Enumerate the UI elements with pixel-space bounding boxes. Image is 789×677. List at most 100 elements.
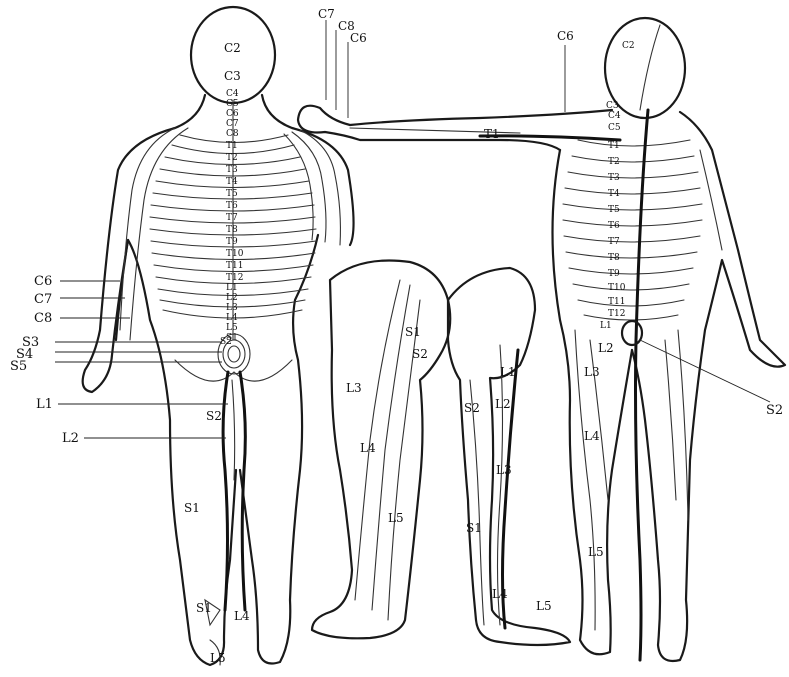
label-back-c6: C6 [34, 274, 52, 289]
dermatome-label-t9: T9 [608, 269, 620, 279]
back-body-left-outline [83, 95, 236, 665]
dermatome-label-l2: L2 [226, 293, 238, 303]
dermatome-label-s1: S1 [405, 325, 421, 339]
dermatome-label-t6: T6 [226, 201, 238, 211]
front-arm-right-band [700, 150, 722, 250]
dermatome-label-t7: T7 [608, 237, 620, 247]
label-front-c6-small: C6 [350, 31, 367, 45]
dermatome-label-l5: L5 [226, 323, 238, 333]
dermatome-label-t7: T7 [226, 213, 238, 223]
dermatome-label-c8: C8 [226, 129, 239, 139]
dermatome-label-t5: T5 [608, 205, 620, 215]
label-front-l3: L3 [584, 365, 600, 379]
dermatome-label-t10: T10 [226, 249, 244, 259]
dermatome-label-s2: S2 [464, 401, 480, 415]
dermatome-label-t4: T4 [608, 189, 620, 199]
front-raised-arm-outline [298, 106, 612, 150]
label-front-l4: L4 [584, 429, 600, 443]
dermatome-label-l5: L5 [536, 599, 552, 613]
label-front-c7: C7 [318, 7, 335, 21]
back-arm-right-band1 [300, 130, 340, 245]
label-back-c3: C3 [224, 69, 241, 83]
back-leg-mid [232, 380, 235, 480]
dermatome-label-t6: T6 [608, 221, 620, 231]
front-dermatome-bands [563, 140, 702, 320]
dermatome-label-l1: L1 [500, 365, 516, 379]
label-back-l2: L2 [62, 431, 79, 446]
dermatome-label-l4: L4 [360, 441, 376, 455]
dermatome-label-t4: T4 [226, 177, 238, 187]
label-back-s1-foot: S1 [196, 601, 212, 615]
side-left-leg-outline [312, 260, 450, 638]
dermatome-label-c7: C7 [226, 119, 239, 129]
dermatome-label-c4: C4 [608, 111, 621, 121]
front-figure [298, 18, 785, 661]
dermatome-label-t12: T12 [608, 309, 625, 319]
dermatome-label-l3: L3 [346, 381, 362, 395]
dermatome-label-t5: T5 [226, 189, 238, 199]
label-back-l4: L4 [234, 609, 250, 623]
dermatome-label-t3: T3 [226, 165, 238, 175]
dermatome-label-s1: S1 [466, 521, 482, 535]
front-labels: C7 C8 C6 C6 T1 C2 C3 C4 C5 T1 T2 T3 T4 T… [318, 7, 783, 559]
back-leg-strip-right [240, 372, 245, 610]
front-leg-band3 [665, 340, 676, 500]
dermatome-label-t3: T3 [608, 173, 620, 183]
dermatome-label-t1: T1 [226, 141, 238, 151]
side-figure [312, 260, 570, 645]
label-back-c2: C2 [224, 41, 241, 55]
label-back-c7: C7 [34, 292, 52, 307]
back-body-right-outline [240, 235, 318, 664]
dermatome-label-l5: L5 [388, 511, 404, 525]
dermatome-label-t2: T2 [608, 157, 620, 167]
dermatome-label-t8: T8 [226, 225, 238, 235]
front-body-right-outline [632, 112, 785, 661]
front-genital-outline [622, 321, 642, 345]
back-leg-strip-left [223, 372, 228, 610]
dermatome-label-s2: S2 [412, 347, 428, 361]
dermatome-label-t8: T8 [608, 253, 620, 263]
label-front-l2: L2 [598, 341, 614, 355]
dermatome-label-t1: T1 [608, 141, 620, 151]
label-front-c6: C6 [557, 29, 574, 43]
dermatome-label-t2: T2 [226, 153, 238, 163]
back-arm-right-band3 [284, 134, 313, 240]
dermatome-label-c5: C5 [608, 123, 621, 133]
label-back-s1-leg: S1 [184, 501, 200, 515]
dermatome-label-l3: L3 [496, 463, 512, 477]
front-head-line [640, 25, 660, 110]
dermatome-label-t11: T11 [226, 261, 243, 271]
label-back-s2-leg: S2 [206, 409, 222, 423]
label-back-l1: L1 [36, 397, 53, 412]
dermatome-label-l4: L4 [226, 313, 238, 323]
label-front-l5: L5 [588, 545, 604, 559]
dermatome-label-t10: T10 [608, 283, 626, 293]
dermatome-label-l1: L1 [600, 321, 612, 331]
back-arm-right-band2 [292, 132, 326, 242]
dermatome-label-s2: S2 [220, 337, 232, 347]
dermatome-label-l2: L2 [495, 397, 511, 411]
dermatome-label-c3: C3 [606, 101, 619, 111]
front-leg-band2 [590, 340, 608, 500]
leader-lines [55, 20, 770, 438]
label-front-s2: S2 [766, 403, 783, 418]
dermatome-label-t12: T12 [226, 273, 243, 283]
dermatome-label-t11: T11 [608, 297, 625, 307]
label-back-c8: C8 [34, 311, 52, 326]
label-back-s5: S5 [10, 359, 27, 374]
dermatome-label-l3: L3 [226, 303, 238, 313]
dermatome-label-c6: C6 [226, 109, 239, 119]
side-labels: S1 S2 L3 L4 L5 L1 L2 S2 L3 S1 L4 L5 [346, 325, 552, 613]
label-back-l5: L5 [210, 651, 226, 665]
label-front-t1-arm: T1 [484, 127, 500, 141]
dermatome-label-c4: C4 [226, 89, 239, 99]
back-labels: C2 C3 C6 C7 C8 S3 S4 S5 L1 L2 C4 C5 C6 C… [10, 41, 250, 665]
dermatome-label-l4: L4 [492, 587, 508, 601]
front-midline-strip [636, 110, 649, 660]
dermatome-label-t9: T9 [226, 237, 238, 247]
dermatome-label-c2: C2 [622, 41, 635, 51]
dermatome-label-c5: C5 [226, 99, 239, 109]
back-arm-left-band1 [120, 128, 175, 330]
